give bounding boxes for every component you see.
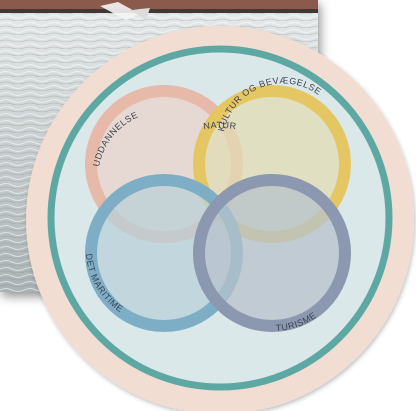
natur-label-text: NATUR <box>203 120 237 131</box>
turisme-circle <box>193 174 351 332</box>
natur-label: NATUR <box>203 120 238 131</box>
